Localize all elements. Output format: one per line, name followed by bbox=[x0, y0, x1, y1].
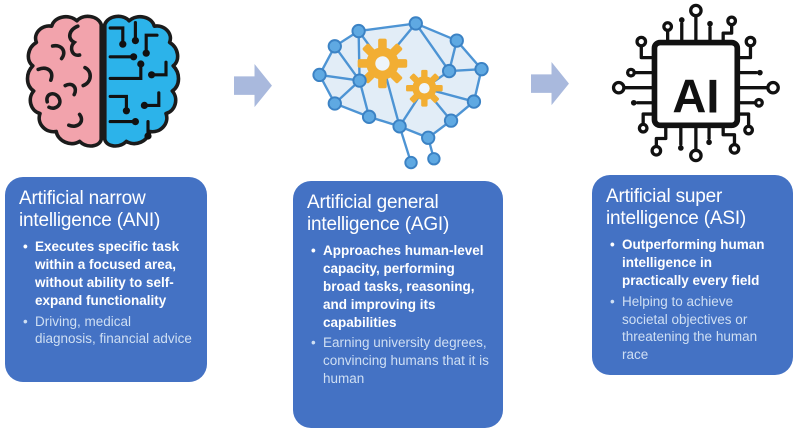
chip-ai-label: AI bbox=[672, 69, 719, 122]
card-agi-bullets: Approaches human-level capacity, perform… bbox=[307, 242, 490, 388]
network-brain-gears-icon bbox=[303, 12, 500, 174]
ai-chip-icon: AI bbox=[604, 3, 784, 163]
card-ani-bullets: Executes specific task within a focused … bbox=[19, 238, 194, 348]
card-agi: Artificial general intelligence (AGI) Ap… bbox=[293, 181, 503, 428]
card-agi-bullet-2: Earning university degrees, convincing h… bbox=[311, 334, 490, 387]
card-asi-bullets: Outperforming human intelligence in prac… bbox=[606, 236, 780, 364]
block-arrow-right-icon bbox=[531, 60, 570, 106]
half-brain-circuit-icon bbox=[22, 2, 184, 162]
card-ani-title: Artificial narrow intelligence (ANI) bbox=[19, 188, 161, 231]
card-asi: Artificial super intelligence (ASI) Outp… bbox=[592, 175, 793, 375]
card-ani-bullet-2: Driving, medical diagnosis, financial ad… bbox=[23, 313, 194, 349]
gear-icon-large bbox=[357, 38, 408, 89]
card-ani-bullet-1: Executes specific task within a focused … bbox=[23, 238, 194, 309]
card-agi-title: Artificial general intelligence (AGI) bbox=[307, 192, 450, 235]
card-ani: Artificial narrow intelligence (ANI) Exe… bbox=[5, 177, 207, 382]
card-agi-bullet-1: Approaches human-level capacity, perform… bbox=[311, 242, 490, 331]
gear-icon-small bbox=[406, 69, 443, 107]
card-asi-title: Artificial super intelligence (ASI) bbox=[606, 186, 747, 229]
block-arrow-right-icon bbox=[234, 62, 273, 108]
card-asi-bullet-2: Helping to achieve societal objectives o… bbox=[610, 293, 780, 364]
card-asi-bullet-1: Outperforming human intelligence in prac… bbox=[610, 236, 780, 289]
